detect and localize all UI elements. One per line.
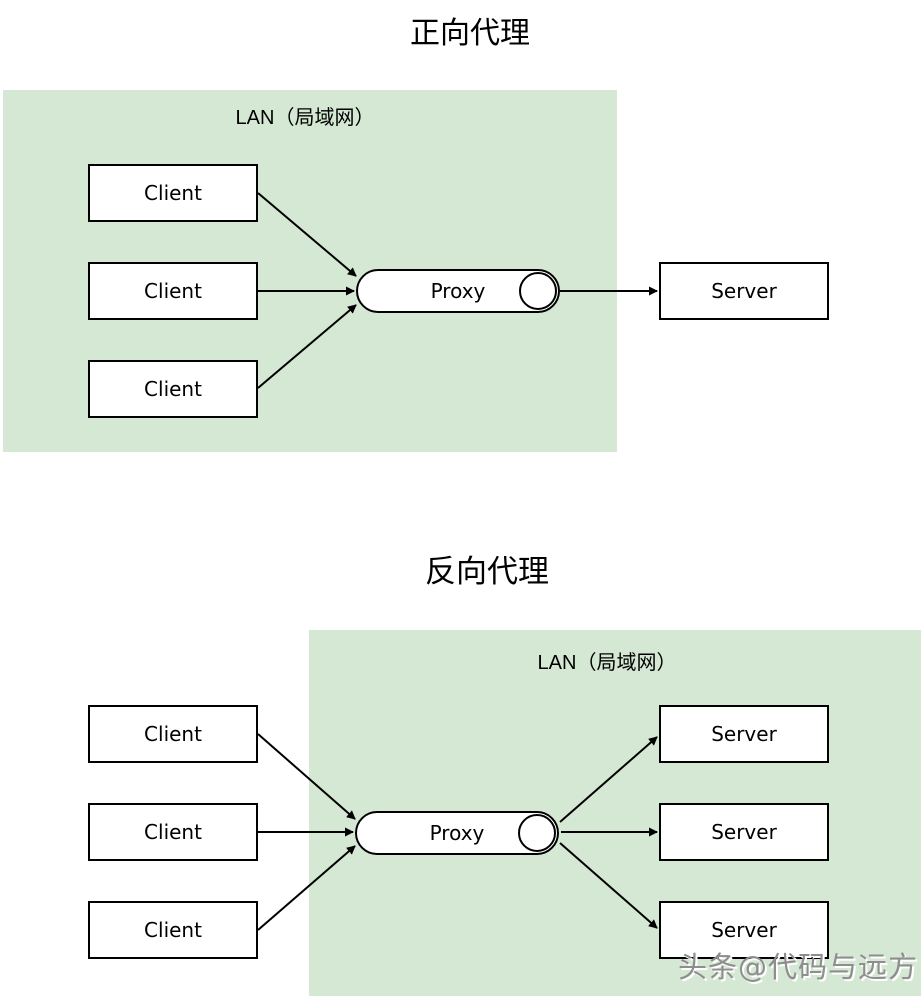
reverse-client-box-1: Client bbox=[88, 705, 258, 763]
reverse-client-box-2: Client bbox=[88, 803, 258, 861]
reverse-client-label-1: Client bbox=[144, 722, 202, 746]
reverse-client-box-3: Client bbox=[88, 901, 258, 959]
forward-proxy-cylinder: Proxy bbox=[356, 269, 560, 313]
reverse-server-box-1: Server bbox=[659, 705, 829, 763]
forward-client-label-3: Client bbox=[144, 377, 202, 401]
reverse-cylinder-cap-circle bbox=[518, 814, 556, 852]
watermark-text: 头条@代码与远方 bbox=[677, 950, 918, 984]
arrow-reverse-client3-to-proxy bbox=[257, 845, 356, 931]
forward-client-box-1: Client bbox=[88, 164, 258, 222]
forward-client-label-2: Client bbox=[144, 279, 202, 303]
arrow-reverse-proxy-to-server3 bbox=[559, 842, 658, 929]
arrow-reverse-proxy-to-server1 bbox=[559, 736, 658, 823]
forward-proxy-title: 正向代理 bbox=[410, 17, 530, 50]
reverse-client-label-2: Client bbox=[144, 820, 202, 844]
reverse-server-label-1: Server bbox=[711, 722, 777, 746]
arrow-forward-client3-to-proxy bbox=[257, 304, 357, 389]
forward-client-box-3: Client bbox=[88, 360, 258, 418]
reverse-lan-label: LAN（局域网） bbox=[537, 652, 677, 674]
arrow-reverse-client1-to-proxy bbox=[257, 733, 356, 820]
forward-server-label: Server bbox=[711, 279, 777, 303]
arrow-forward-client1-to-proxy bbox=[257, 192, 357, 277]
reverse-proxy-label: Proxy bbox=[429, 821, 485, 845]
reverse-server-box-3: Server bbox=[659, 901, 829, 959]
reverse-server-label-3: Server bbox=[711, 918, 777, 942]
reverse-proxy-cylinder: Proxy bbox=[355, 811, 559, 855]
forward-cylinder-cap-circle bbox=[519, 272, 557, 310]
forward-client-box-2: Client bbox=[88, 262, 258, 320]
forward-lan-label: LAN（局域网） bbox=[235, 107, 375, 129]
forward-proxy-label: Proxy bbox=[430, 279, 486, 303]
reverse-proxy-title: 反向代理 bbox=[425, 554, 549, 589]
reverse-client-label-3: Client bbox=[144, 918, 202, 942]
forward-client-label-1: Client bbox=[144, 181, 202, 205]
reverse-server-label-2: Server bbox=[711, 820, 777, 844]
forward-server-box: Server bbox=[659, 262, 829, 320]
reverse-server-box-2: Server bbox=[659, 803, 829, 861]
